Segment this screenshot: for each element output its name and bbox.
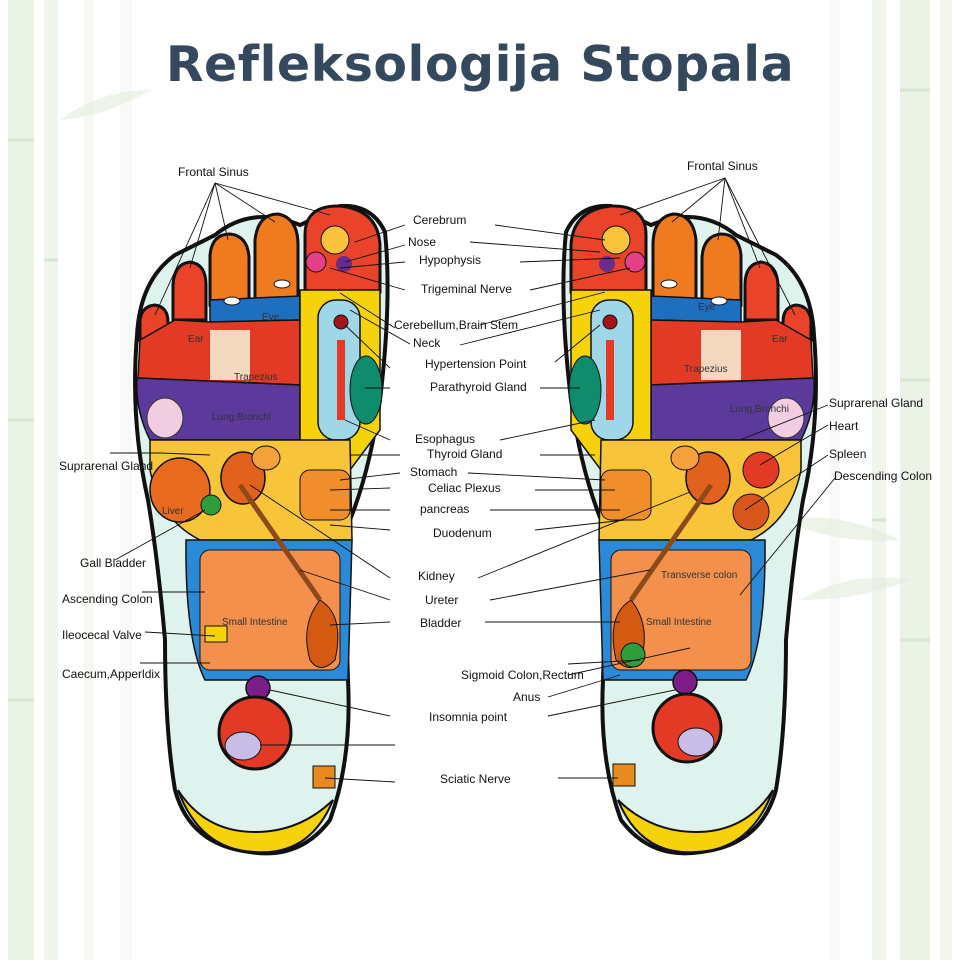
label-esophagus: Esophagus (415, 432, 475, 446)
label-cerebrum: Cerebrum (413, 213, 466, 227)
right-trapezius-label: Trapezius (684, 364, 728, 375)
label-hypertension-point: Hypertension Point (425, 357, 527, 371)
left-ear-label: Ear (188, 334, 204, 345)
label-bladder: Bladder (420, 616, 461, 630)
right-foot (561, 203, 818, 856)
label-hypophysis: Hypophysis (419, 253, 481, 267)
label-frontal-sinus-left: Frontal Sinus (178, 165, 249, 179)
label-neck: Neck (413, 336, 441, 350)
label-pancreas: pancreas (420, 502, 469, 516)
in-foot-labels: Eye Ear Trapezius Lung,Bronchi Liver Sma… (162, 302, 789, 628)
page-title: Refleksologija Stopala (165, 36, 795, 93)
left-eye-label: Eye (262, 312, 280, 323)
label-spleen: Spleen (829, 447, 866, 461)
label-ascending-colon: Ascending Colon (62, 592, 153, 606)
left-lung-label: Lung,Bronchi (212, 412, 271, 423)
liver-label: Liver (162, 506, 184, 517)
label-celiac-plexus: Celiac Plexus (428, 481, 501, 495)
right-lung-label: Lung,Bronchi (730, 404, 789, 415)
label-duodenum: Duodenum (433, 526, 492, 540)
label-parathyroid-gland: Parathyroid Gland (430, 380, 527, 394)
left-heel-band (177, 789, 334, 854)
left-toes (138, 204, 382, 342)
label-insomnia-point: Insomnia point (429, 710, 508, 724)
left-foot (133, 203, 390, 856)
label-ureter: Ureter (425, 593, 458, 607)
label-suprarenal-gland-right: Suprarenal Gland (829, 396, 923, 410)
label-stomach: Stomach (410, 465, 457, 479)
label-sciatic-nerve: Sciatic Nerve (440, 772, 511, 786)
label-trigeminal-nerve: Trigeminal Nerve (421, 282, 512, 296)
label-kidney: Kidney (418, 569, 455, 583)
label-nose: Nose (408, 235, 436, 249)
left-trapezius-label: Trapezius (234, 372, 278, 383)
transverse-colon-label: Transverse colon (661, 570, 737, 581)
label-descending-colon: Descending Colon (834, 469, 932, 483)
label-frontal-sinus-right: Frontal Sinus (687, 159, 758, 173)
label-cerebellum-brain-stem: Cerebellum,Brain Stem (394, 318, 518, 332)
left-small-intestine-label: Small Intestine (222, 617, 288, 628)
label-anus: Anus (513, 690, 540, 704)
center-labels: Cerebrum Nose Hypophysis Trigeminal Nerv… (394, 213, 584, 786)
label-suprarenal-gland-left: Suprarenal Gland (59, 459, 153, 473)
label-heart: Heart (829, 419, 859, 433)
label-sigmoid-colon-rectum: Sigmoid Colon,Rectum (461, 668, 584, 682)
label-gall-bladder: Gall Bladder (80, 556, 146, 570)
leader-lines (110, 177, 836, 783)
right-eye-label: Eye (698, 302, 716, 313)
right-labels: Frontal Sinus Suprarenal Gland Heart Spl… (687, 159, 932, 483)
label-caecum-appendix: Caecum,Apperldix (62, 667, 160, 681)
right-small-intestine-label: Small Intestine (646, 617, 712, 628)
right-ear-label: Ear (772, 334, 788, 345)
left-labels: Frontal Sinus Suprarenal Gland Gall Blad… (59, 165, 249, 681)
label-thyroid-gland: Thyroid Gland (427, 447, 502, 461)
label-ileocecal-valve: Ileocecal Valve (62, 628, 142, 642)
